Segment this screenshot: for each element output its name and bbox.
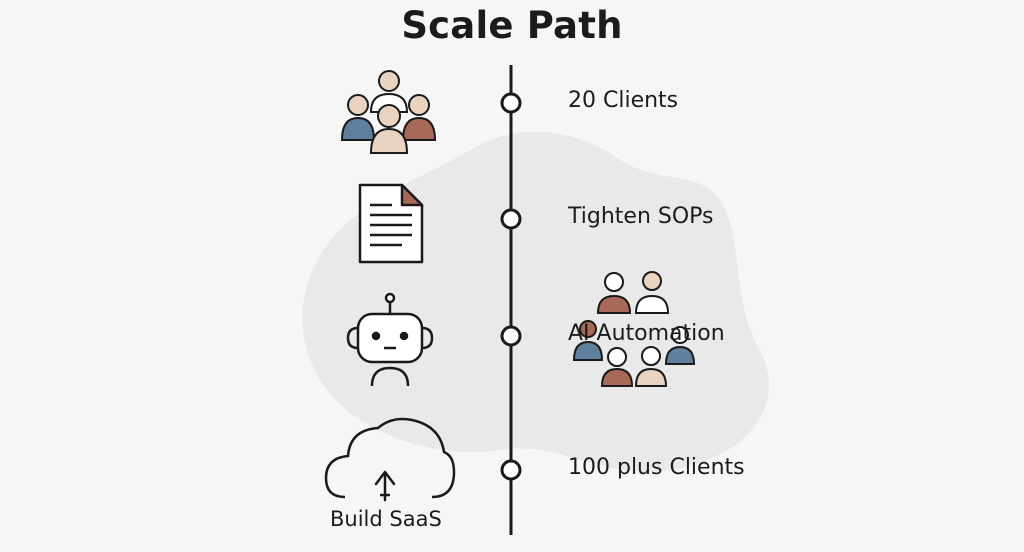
timeline-node [500,459,522,481]
team-icon [340,70,437,154]
small-team-icon [572,271,696,387]
step-label-3: AI Automation [568,321,725,346]
background-blob [302,131,769,472]
step-label-2: Tighten SOPs [568,204,714,229]
step-label-1: 20 Clients [568,88,679,113]
timeline-node [500,92,522,114]
timeline-node [500,325,522,347]
cloud-upload-icon [324,417,456,502]
robot-icon [346,292,434,387]
page-title: Scale Path [401,4,623,47]
timeline-node [500,208,522,230]
step-label-4: 100 plus Clients [568,455,745,480]
document-icon [358,183,424,264]
cloud-caption: Build SaaS [330,507,442,531]
